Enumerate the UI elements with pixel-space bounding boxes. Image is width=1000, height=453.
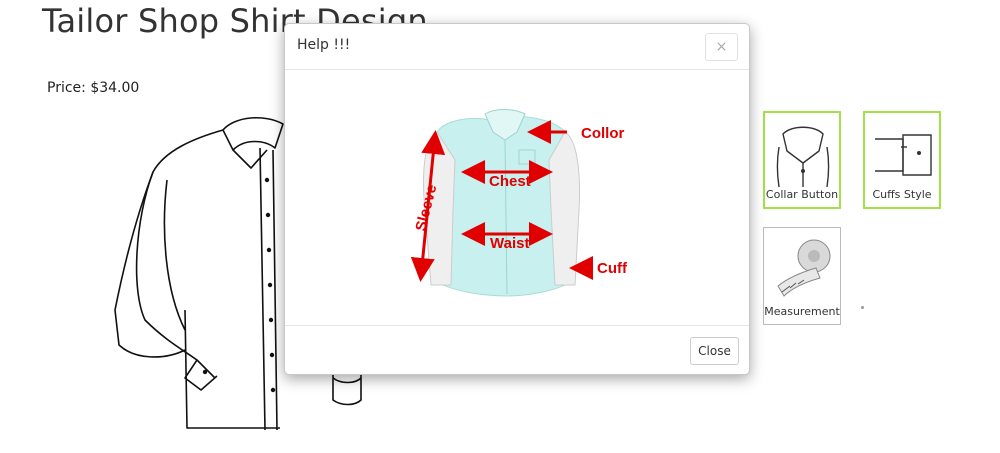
shirt-measurement-diagram: Collor Chest Waist Sleeve Cuff xyxy=(410,109,628,297)
decorative-dot xyxy=(861,306,864,309)
modal-header: Help !!! × xyxy=(285,24,749,70)
option-cuffs-style[interactable]: Cuffs Style xyxy=(863,111,941,209)
measurement-arrows xyxy=(410,120,593,282)
option-label: Collar Button xyxy=(765,188,839,201)
label-chest: Chest xyxy=(489,173,531,190)
modal-close-icon[interactable]: × xyxy=(705,33,738,61)
cuff-icon xyxy=(875,134,932,176)
shirt-body xyxy=(423,109,580,297)
option-collar-button[interactable]: Collar Button xyxy=(763,111,841,209)
label-collar: Collor xyxy=(581,125,624,142)
modal-body: Collor Chest Waist Sleeve Cuff xyxy=(285,70,749,324)
modal-title: Help !!! xyxy=(297,37,351,53)
option-label: Measurement xyxy=(764,305,840,318)
modal-footer: Close xyxy=(285,325,749,376)
option-label: Cuffs Style xyxy=(872,188,932,201)
help-modal: Help !!! × xyxy=(284,23,750,375)
collar-icon xyxy=(776,126,830,188)
label-cuff: Cuff xyxy=(597,260,628,277)
price-label: Price: $34.00 xyxy=(47,80,140,96)
option-measurement[interactable]: Measurement xyxy=(763,227,841,325)
shirt-preview-image xyxy=(114,116,362,431)
measuring-tape-icon xyxy=(777,239,831,297)
label-waist: Waist xyxy=(490,235,529,252)
close-button[interactable]: Close xyxy=(690,337,739,365)
